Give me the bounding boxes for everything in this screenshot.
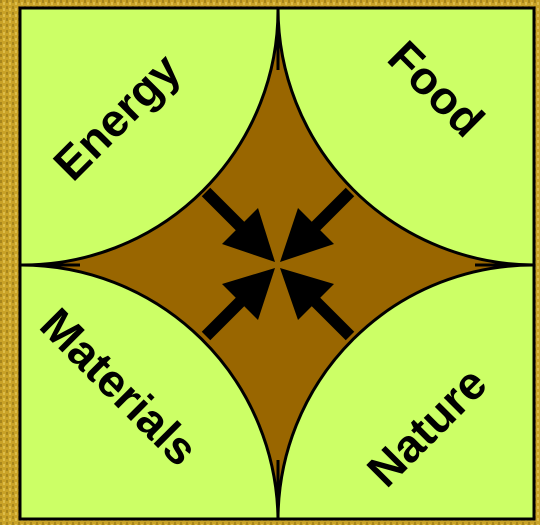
four-quadrant-diagram: Energy Food Materials Nature	[0, 0, 540, 525]
diagram-stage: Energy Food Materials Nature	[0, 0, 540, 525]
